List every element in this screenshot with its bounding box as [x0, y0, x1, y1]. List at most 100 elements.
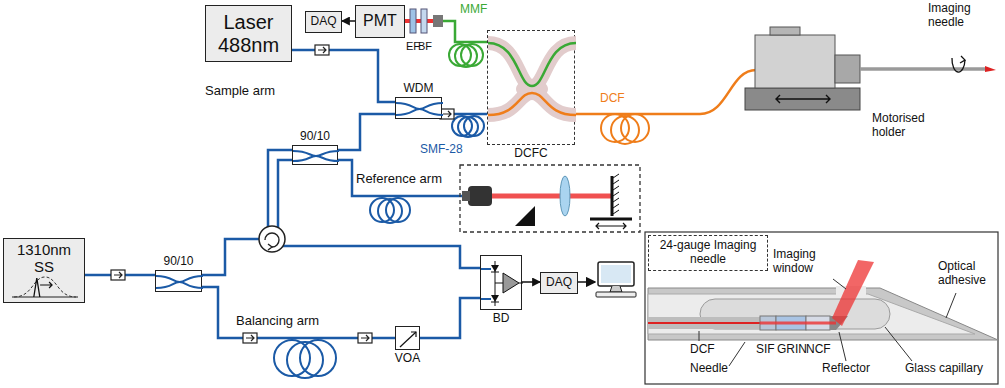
text-holder: VOA — [395, 352, 420, 366]
text-holder: Laser 488nm — [206, 6, 291, 61]
dcf-fiber — [621, 114, 649, 142]
part-label: NCF — [806, 343, 831, 357]
needle-inset — [648, 322, 760, 324]
text-holder: BD — [493, 312, 510, 326]
component-box: PMT — [355, 5, 405, 38]
fiber-connector — [522, 281, 540, 283]
component-box: Laser 488nm — [205, 5, 292, 62]
reference-optics — [613, 174, 619, 214]
fiber-coil — [300, 340, 336, 376]
fiber-connector — [202, 150, 292, 275]
fiber-coil — [458, 117, 478, 137]
isolator — [246, 335, 254, 341]
component-label: 1310nm SS — [7, 241, 81, 276]
reference-optics — [560, 176, 570, 216]
part-label: Reference arm — [356, 172, 442, 187]
needle-inset — [839, 332, 846, 361]
fiber-connector — [442, 113, 487, 116]
isolator — [114, 272, 122, 278]
reference-optics — [613, 210, 619, 214]
part-label: SIF — [756, 343, 775, 357]
text-holder: WDM — [404, 82, 434, 96]
needle-inset — [700, 299, 890, 329]
circulator — [265, 233, 279, 247]
fiber-coil — [449, 44, 483, 67]
part-label: Reflector — [822, 362, 870, 376]
component-box: 90/10 — [155, 270, 202, 292]
dcf-fiber — [575, 70, 756, 144]
dcf-fiber — [601, 114, 629, 142]
isolator — [443, 111, 451, 117]
reference-optics — [515, 206, 535, 226]
fiber-coil — [287, 342, 323, 378]
fiber-coil — [464, 116, 484, 136]
motorised-holder — [755, 35, 835, 88]
cpl-symbol — [396, 98, 443, 120]
cpl-symbol — [156, 271, 203, 293]
reference-optics — [460, 165, 640, 232]
reference-optics — [613, 186, 619, 190]
text-holder: 90/10 — [300, 130, 330, 144]
needle-inset — [648, 288, 998, 340]
part-label: Sample arm — [205, 84, 275, 99]
fiber-coil — [449, 44, 471, 66]
text-holder: DCFC — [514, 147, 547, 161]
part-label: GRIN — [777, 343, 807, 357]
needle-inset — [836, 286, 866, 295]
reference-optics — [611, 176, 614, 216]
part-label: Imaging needle — [928, 2, 1000, 30]
bd-symbol — [481, 256, 523, 311]
component-box: WDM — [395, 97, 442, 119]
motorised-holder — [745, 27, 996, 110]
isolator — [243, 333, 257, 343]
component-box: 24-gauge Imaging needle — [648, 235, 768, 271]
motorised-holder — [745, 88, 860, 110]
reference-optics — [462, 191, 470, 201]
fiber-coil — [274, 340, 310, 376]
dcf-fiber — [611, 116, 639, 144]
reference-fiber — [338, 160, 468, 196]
part-label: Optical adhesive — [938, 260, 996, 288]
text-holder: 1310nm SS — [4, 239, 84, 302]
motorised-holder — [776, 95, 830, 103]
isolator — [315, 45, 329, 55]
text-holder: 24-gauge Imaging needle — [649, 236, 767, 270]
fiber-coil — [386, 198, 410, 222]
part-label: BF — [418, 40, 432, 53]
fiber-connector — [278, 160, 480, 268]
motorised-holder — [835, 55, 860, 83]
part-label: Motorised holder — [872, 112, 947, 140]
fiber-connector — [292, 50, 395, 102]
reference-optics — [468, 186, 492, 206]
cpl-symbol — [293, 146, 339, 166]
component-label: BD — [493, 312, 510, 326]
needle-inset — [699, 279, 956, 366]
component-box: DCFC — [487, 30, 575, 145]
component-label: 24-gauge Imaging needle — [652, 239, 764, 267]
motorised-holder — [770, 27, 800, 35]
reference-optics — [460, 165, 640, 232]
dcf-fiber — [575, 70, 756, 114]
needle-inset — [760, 322, 836, 325]
component-box: VOA — [395, 326, 420, 350]
component-label: DCFC — [514, 147, 547, 161]
needle-inset — [833, 279, 846, 289]
fiber-connector — [85, 274, 155, 277]
component-label: WDM — [404, 82, 434, 96]
fiber-connector — [420, 298, 480, 338]
computer-icon — [601, 265, 631, 283]
needle-inset — [648, 294, 975, 334]
needle-inset — [946, 293, 956, 318]
needle-inset — [806, 316, 830, 330]
computer-icon — [578, 262, 636, 297]
motorised-holder — [960, 56, 965, 63]
circulator — [259, 226, 285, 252]
component-box: DAQ — [540, 272, 578, 294]
part-label: Glass capillary — [905, 362, 983, 376]
reference-optics — [613, 192, 619, 196]
text-holder: DAQ — [541, 273, 577, 293]
isolator — [358, 333, 372, 343]
